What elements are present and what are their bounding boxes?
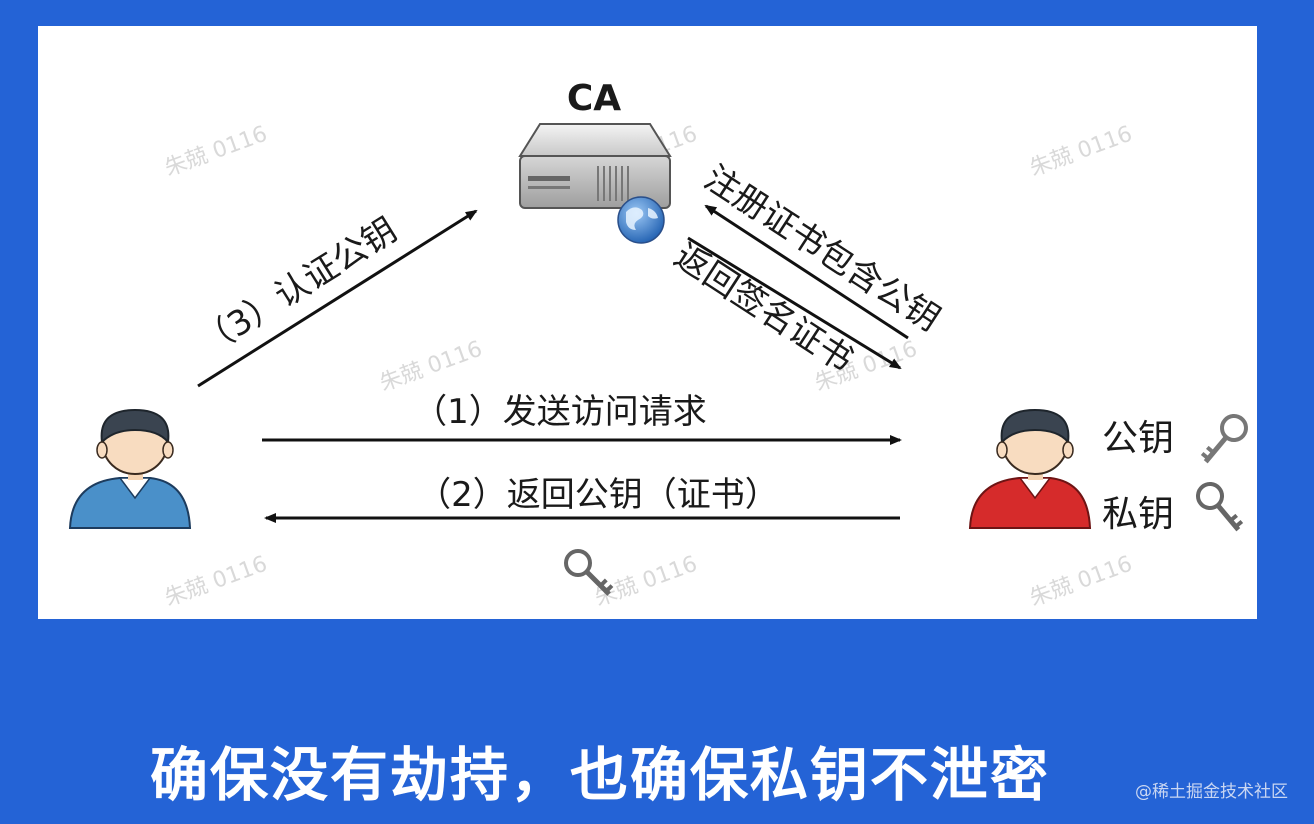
- arrow-register-certificate: [704, 204, 909, 340]
- key-icon: [564, 549, 614, 596]
- caption: 确保没有劫持，也确保私钥不泄密: [149, 741, 1050, 809]
- public-key-icon: [1200, 414, 1248, 464]
- watermark: 朱兢 0116: [1027, 552, 1136, 612]
- return-key-label: （2）返回公钥（证书）: [417, 475, 779, 515]
- arrow-return-signed-certificate: [687, 236, 902, 370]
- private-key-label: 私钥: [1102, 494, 1174, 535]
- watermark: 朱兢 0116: [162, 552, 271, 612]
- watermark: 朱兢 0116: [592, 552, 701, 612]
- authenticate-key-label: （3）认证公钥: [192, 210, 405, 363]
- private-key-icon: [1196, 482, 1244, 532]
- globe-icon: [617, 196, 665, 244]
- watermark: 朱兢 0116: [377, 337, 486, 397]
- diagram-panel: 朱兢 0116 朱兢 0116 朱兢 0116 朱兢 0116 朱兢 0116 …: [38, 26, 1257, 619]
- server-avatar: [968, 408, 1092, 529]
- client-avatar: [68, 408, 192, 529]
- request-label: （1）发送访问请求: [413, 392, 707, 432]
- arrow-authenticate-key: [197, 209, 478, 388]
- credit-label: @稀土掘金技术社区: [1135, 782, 1288, 802]
- watermark: 朱兢 0116: [1027, 122, 1136, 182]
- public-key-label: 公钥: [1102, 418, 1174, 459]
- server-icon: [518, 123, 672, 209]
- watermark: 朱兢 0116: [162, 122, 271, 182]
- diagram-canvas: 朱兢 0116 朱兢 0116 朱兢 0116 朱兢 0116 朱兢 0116 …: [68, 78, 1248, 612]
- ca-label: CA: [567, 78, 621, 119]
